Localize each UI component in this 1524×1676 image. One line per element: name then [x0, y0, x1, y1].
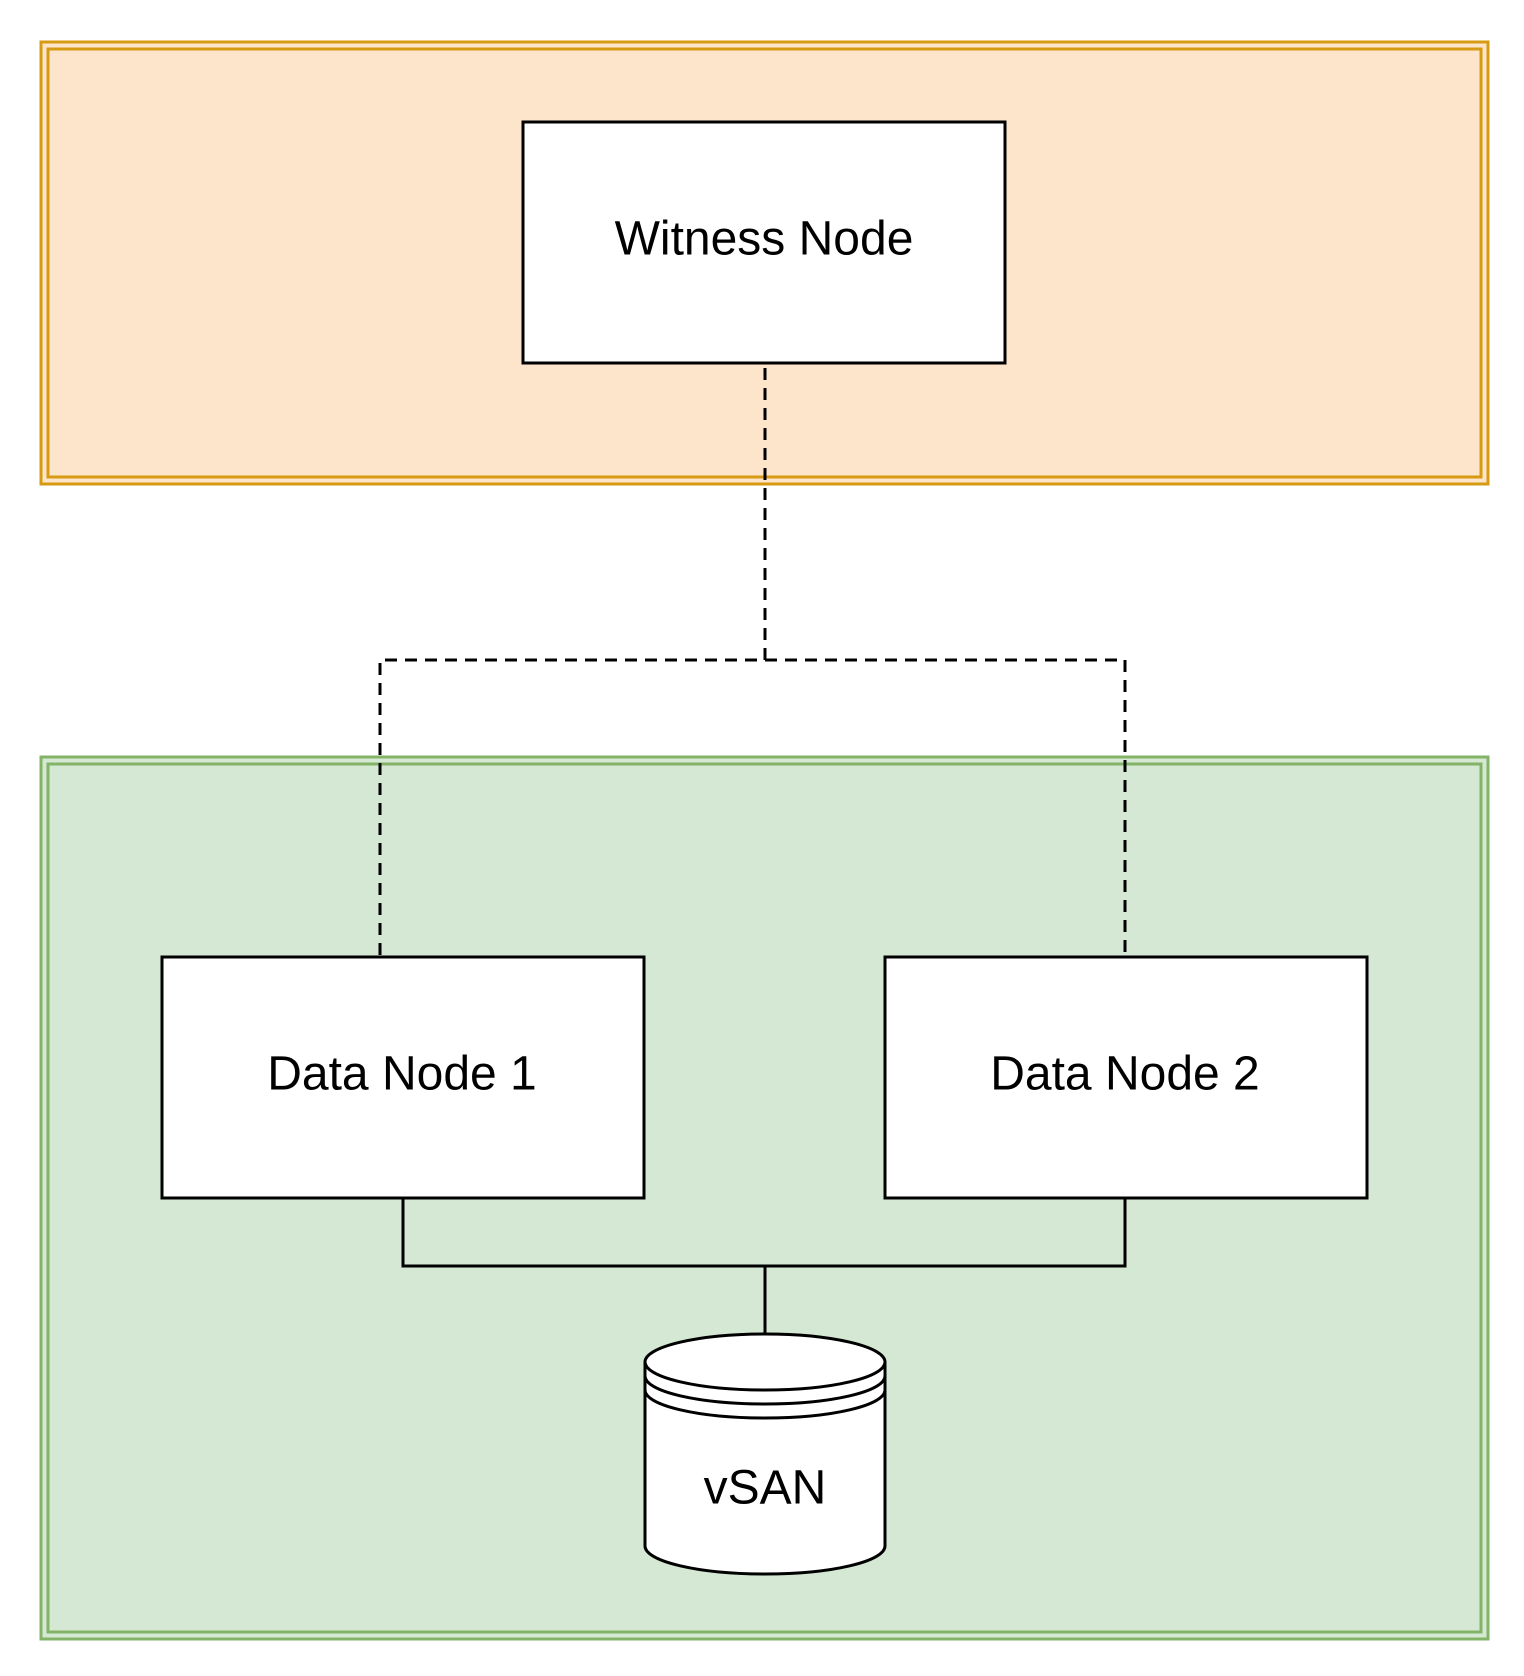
data-node-1[interactable]: Data Node 1: [160, 955, 646, 1200]
witness-to-data-node-1-connector: [378, 368, 767, 966]
data-node-2-label: Data Node 2: [990, 1048, 1260, 1101]
vsan-label: vSAN: [704, 1462, 827, 1515]
storage-connections: [401, 1198, 1127, 1334]
witness-node-label: Witness Node: [615, 213, 914, 266]
data-node-2[interactable]: Data Node 2: [883, 955, 1369, 1200]
data-node-1-to-vsan-connector: [401, 1198, 765, 1268]
witness-to-data-node-2-connector: [765, 658, 1127, 957]
data-node-2-to-vsan-connector: [765, 1198, 1127, 1268]
database-cylinder-icon: [643, 1332, 887, 1576]
data-node-1-label: Data Node 1: [267, 1048, 537, 1101]
vsan-storage[interactable]: vSAN: [643, 1332, 887, 1576]
witness-node[interactable]: Witness Node: [521, 120, 1007, 365]
witness-connections: [378, 368, 1127, 966]
